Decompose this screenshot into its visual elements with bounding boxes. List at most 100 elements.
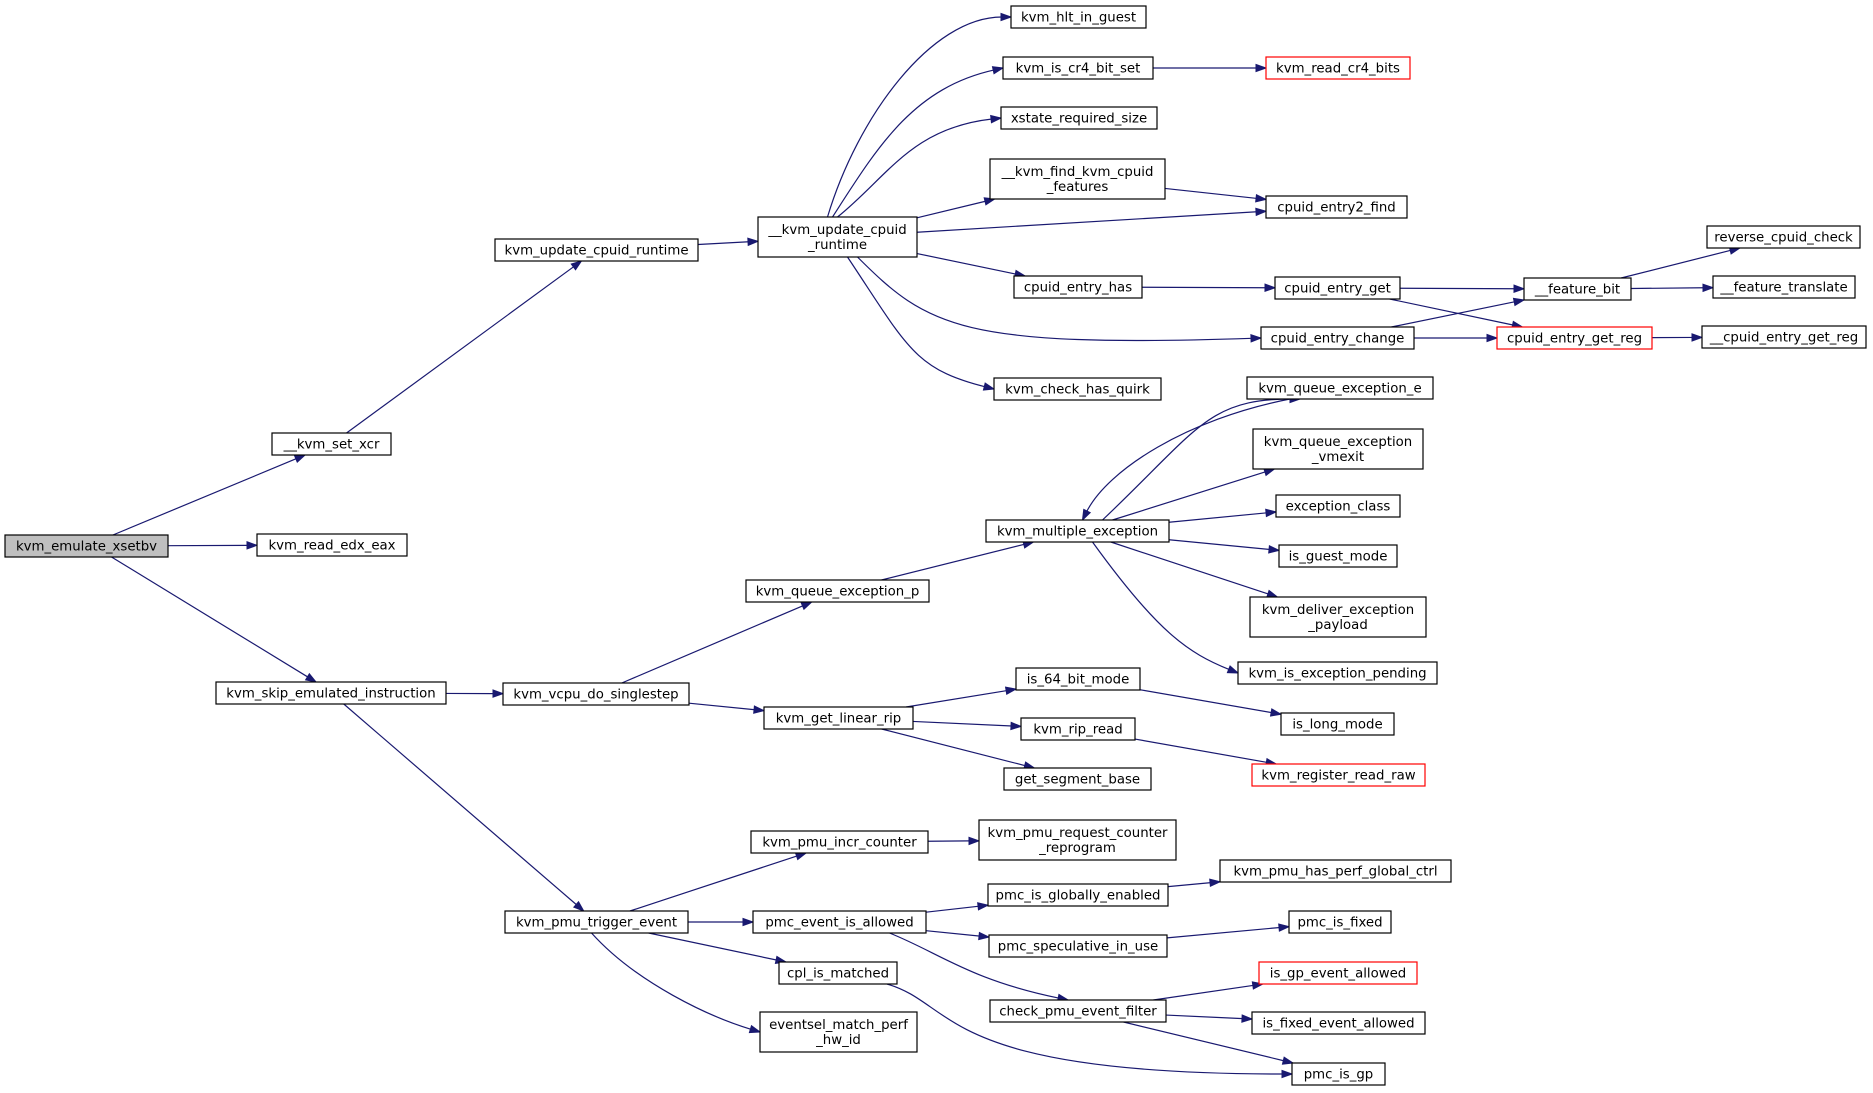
node-is-guest-mode[interactable]: is_guest_mode (1278, 544, 1398, 568)
node-cpuid-entry-change[interactable]: cpuid_entry_change (1260, 326, 1415, 350)
node-cpl-is-matched[interactable]: cpl_is_matched (778, 961, 898, 985)
edge-kvm_pmu_trigger_event-to-cpl_is_matched (648, 932, 788, 965)
node-cpuid-entry2-find[interactable]: cpuid_entry2_find (1265, 195, 1408, 219)
node-kvm-deliver-exception-payload[interactable]: kvm_deliver_exception_payload (1249, 596, 1427, 638)
edge-pmc_event_is_allowed-to-pmc_is_globally_enabled (925, 902, 990, 913)
node-kvm-find-kvm-cpuid-features[interactable]: __kvm_find_kvm_cpuid_features (989, 158, 1166, 200)
arrowhead (1281, 1056, 1295, 1065)
node-is-gp-event-allowed[interactable]: is_gp_event_allowed (1258, 961, 1418, 985)
node-box (763, 706, 914, 730)
node-box (1219, 859, 1452, 883)
node-cpuid-entry-has[interactable]: cpuid_entry_has (1013, 275, 1143, 299)
node-label: kvm_emulate_xsetbv (16, 540, 157, 555)
node-kvm-update-cpuid-runtime[interactable]: kvm_update_cpuid_runtime (494, 238, 699, 262)
node-kvm-skip-emulated-instruction[interactable]: kvm_skip_emulated_instruction (215, 681, 447, 705)
node-pmc-is-gp[interactable]: pmc_is_gp (1291, 1062, 1386, 1086)
node-is-64-bit-mode[interactable]: is_64_bit_mode (1015, 667, 1141, 691)
edge-cpuid_entry_get_reg-to-cpuid_entry_get_reg_inner (1651, 333, 1704, 342)
node-kvm-hlt-in-guest[interactable]: kvm_hlt_in_guest (1010, 5, 1147, 29)
node-pmc-speculative-in-use[interactable]: pmc_speculative_in_use (988, 934, 1168, 958)
node-pmc-is-fixed[interactable]: pmc_is_fixed (1288, 910, 1392, 934)
node-box (1258, 961, 1418, 985)
arrowhead (1278, 923, 1291, 932)
node-kvm-get-linear-rip[interactable]: kvm_get_linear_rip (763, 706, 914, 730)
node-label: pmc_is_fixed (1297, 916, 1382, 931)
node-box (1291, 1062, 1386, 1086)
node-kvm-check-has-quirk[interactable]: kvm_check_has_quirk (993, 377, 1162, 401)
node-kvm-is-cr4-bit-set[interactable]: kvm_is_cr4_bit_set (1002, 56, 1154, 80)
node-kvm-update-cpuid-runtime-inner[interactable]: __kvm_update_cpuid_runtime (757, 216, 918, 258)
node-kvm-vcpu-do-singlestep[interactable]: kvm_vcpu_do_singlestep (502, 682, 690, 706)
node-box (1000, 106, 1158, 130)
edge-kvm_multiple_exception-to-exception_class (1168, 508, 1278, 523)
node-box (993, 377, 1162, 401)
node-label: kvm_is_exception_pending (1248, 667, 1426, 682)
arrowhead (1281, 1069, 1294, 1079)
node-label: reverse_cpuid_check (1714, 231, 1853, 246)
node-label: __kvm_find_kvm_cpuid (1001, 165, 1154, 180)
node-box (1706, 225, 1861, 249)
node-kvm-rip-read[interactable]: kvm_rip_read (1020, 717, 1136, 741)
node-label: _vmexit (1311, 450, 1364, 465)
node-cpuid-entry-get-reg[interactable]: cpuid_entry_get_reg (1496, 326, 1653, 350)
node-pmc-event-is-allowed[interactable]: pmc_event_is_allowed (752, 910, 927, 934)
node-label: kvm_hlt_in_guest (1021, 11, 1136, 26)
edge-kvm_skip_emulated_instruction-to-kvm_vcpu_do_singlestep (445, 689, 505, 698)
node-cpuid-entry-get-reg-inner[interactable]: __cpuid_entry_get_reg (1701, 325, 1867, 349)
arrowhead (990, 114, 1003, 124)
arrowhead (742, 917, 755, 927)
node-reverse-cpuid-check[interactable]: reverse_cpuid_check (1706, 225, 1861, 249)
node-kvm-multiple-exception[interactable]: kvm_multiple_exception (985, 519, 1170, 543)
node-cpuid-entry-get[interactable]: cpuid_entry_get (1274, 276, 1401, 300)
node-eventsel-match-perf-hw-id[interactable]: eventsel_match_perf_hw_id (759, 1011, 918, 1053)
arrowhead (1250, 334, 1263, 343)
node-kvm-pmu-trigger-event[interactable]: kvm_pmu_trigger_event (504, 910, 689, 934)
node-pmc-is-globally-enabled[interactable]: pmc_is_globally_enabled (987, 883, 1169, 907)
node-kvm-read-edx-eax[interactable]: kvm_read_edx_eax (256, 533, 408, 557)
edge-kvm_update_cpuid_runtime_inner-to-kvm_hlt_in_guest (826, 12, 1013, 218)
arrowhead (1269, 708, 1283, 717)
node-kvm-read-cr4-bits[interactable]: kvm_read_cr4_bits (1265, 56, 1411, 80)
node-label: kvm_queue_exception (1264, 435, 1412, 450)
node-feature-translate[interactable]: __feature_translate (1712, 275, 1856, 299)
edge-kvm_update_cpuid_runtime_inner-to-kvm_check_has_quirk (847, 256, 996, 391)
node-label: _hw_id (815, 1033, 861, 1048)
arrowhead (978, 931, 991, 941)
node-xstate-required-size[interactable]: xstate_required_size (1000, 106, 1158, 130)
node-box (1251, 1011, 1426, 1035)
node-label: is_64_bit_mode (1027, 673, 1130, 688)
edge-pmc_speculative_in_use-to-pmc_is_fixed (1166, 923, 1291, 939)
node-kvm-register-read-raw[interactable]: kvm_register_read_raw (1251, 763, 1426, 787)
node-kvm-pmu-request-counter-reprogram[interactable]: kvm_pmu_request_counter_reprogram (978, 819, 1177, 861)
node-kvm-pmu-has-perf-global-ctrl[interactable]: kvm_pmu_has_perf_global_ctrl (1219, 859, 1452, 883)
node-box (987, 883, 1169, 907)
node-exception-class[interactable]: exception_class (1275, 494, 1401, 518)
node-kvm-queue-exception-e[interactable]: kvm_queue_exception_e (1246, 376, 1434, 400)
node-kvm-queue-exception-p[interactable]: kvm_queue_exception_p (745, 579, 930, 603)
arrowhead (1010, 721, 1023, 731)
node-kvm-queue-exception-vmexit[interactable]: kvm_queue_exception_vmexit (1252, 428, 1424, 470)
node-is-fixed-event-allowed[interactable]: is_fixed_event_allowed (1251, 1011, 1426, 1035)
node-label: kvm_pmu_has_perf_global_ctrl (1233, 865, 1437, 880)
node-box (1237, 661, 1438, 685)
node-label: xstate_required_size (1011, 112, 1147, 127)
edge-is_64_bit_mode-to-is_long_mode (1139, 689, 1283, 717)
node-label: __feature_translate (1719, 281, 1847, 296)
edge-layer (111, 12, 1742, 1079)
node-label: is_fixed_event_allowed (1262, 1017, 1414, 1032)
node-box (1015, 667, 1141, 691)
node-kvm-set-xcr[interactable]: __kvm_set_xcr (271, 432, 392, 456)
node-kvm-pmu-incr-counter[interactable]: kvm_pmu_incr_counter (750, 830, 929, 854)
node-kvm-is-exception-pending[interactable]: kvm_is_exception_pending (1237, 661, 1438, 685)
node-is-long-mode[interactable]: is_long_mode (1280, 712, 1395, 736)
node-box (1003, 767, 1152, 791)
node-kvm-emulate-xsetbv[interactable]: kvm_emulate_xsetbv (4, 534, 169, 558)
node-check-pmu-event-filter[interactable]: check_pmu_event_filter (989, 999, 1167, 1023)
node-label: is_guest_mode (1289, 550, 1388, 565)
node-get-segment-base[interactable]: get_segment_base (1003, 767, 1152, 791)
node-box (494, 238, 699, 262)
node-box (1013, 275, 1143, 299)
node-feature-bit[interactable]: __feature_bit (1523, 277, 1632, 301)
node-label: __kvm_set_xcr (283, 438, 380, 453)
